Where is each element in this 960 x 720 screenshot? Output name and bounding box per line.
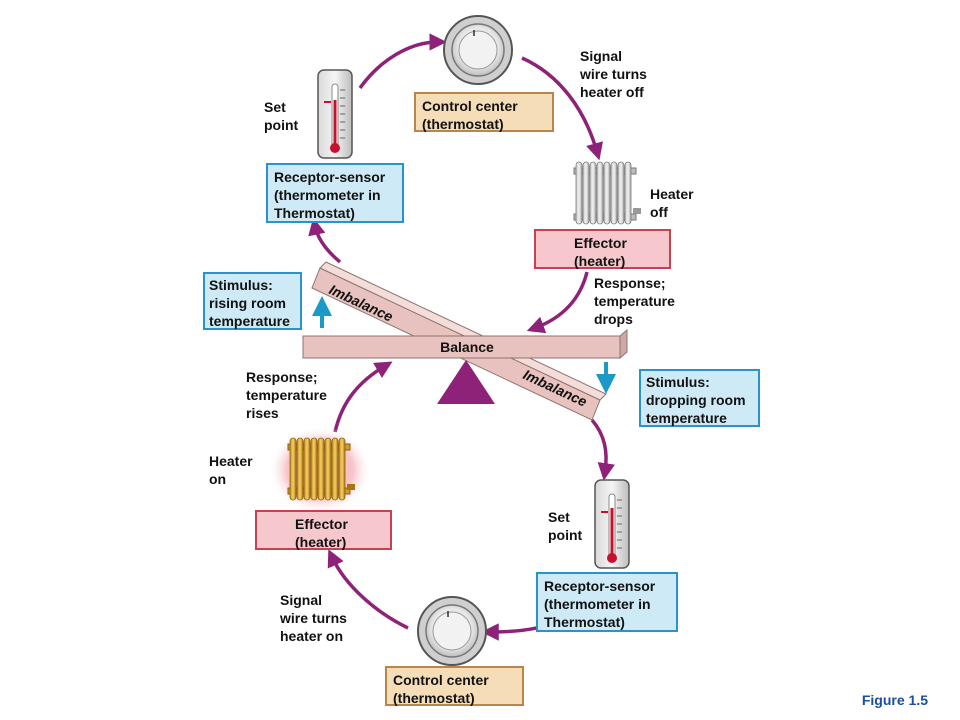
arrow-control-to-effector-bottom [327, 549, 409, 630]
arrow-effector-to-balance-top [526, 271, 589, 334]
set-point-bottom-label: Set point [548, 509, 583, 543]
thermostat-dial-icon [417, 596, 487, 666]
effector-bottom: Effector (heater) [255, 510, 392, 550]
radiator-icon [287, 437, 355, 501]
arrow-receptor-to-control-top [358, 33, 447, 90]
signal-off-label: Signal wire turns heater off [580, 48, 647, 100]
control-center-top: Control center (thermostat) [414, 92, 554, 132]
arrow-control-to-heater-top [521, 56, 604, 161]
heater-on-label: Heater on [209, 453, 253, 487]
thermometer-icon [594, 479, 630, 569]
figure-label: Figure 1.5 [861, 692, 928, 708]
receptor-sensor-top: Receptor-sensor (thermometer in Thermost… [266, 163, 404, 223]
fulcrum-icon [437, 360, 495, 404]
arrow-heater-to-balance-bottom [333, 361, 393, 433]
arrow-imbalance-to-thermometer-bottom [590, 418, 615, 481]
stimulus-rising: Stimulus: rising room temperature [203, 272, 302, 330]
set-point-top-label: Set point [264, 99, 299, 133]
balance-beam [302, 328, 628, 360]
response-drops-label: Response; temperature drops [594, 275, 675, 327]
effector-top: Effector (heater) [534, 229, 671, 269]
receptor-sensor-bottom: Receptor-sensor (thermometer in Thermost… [536, 572, 678, 632]
response-rises-label: Response; temperature rises [246, 369, 327, 421]
stimulus-dropping: Stimulus: dropping room temperature [639, 369, 760, 427]
thermostat-dial-icon [443, 15, 513, 85]
balance-label: Balance [440, 339, 494, 355]
radiator-icon [573, 161, 641, 225]
signal-on-label: Signal wire turns heater on [280, 592, 347, 644]
arrow-imbalance-to-receptor-top [308, 217, 342, 264]
thermometer-icon [317, 69, 353, 159]
control-center-bottom: Control center (thermostat) [385, 666, 524, 706]
heater-off-label: Heater off [650, 186, 694, 220]
